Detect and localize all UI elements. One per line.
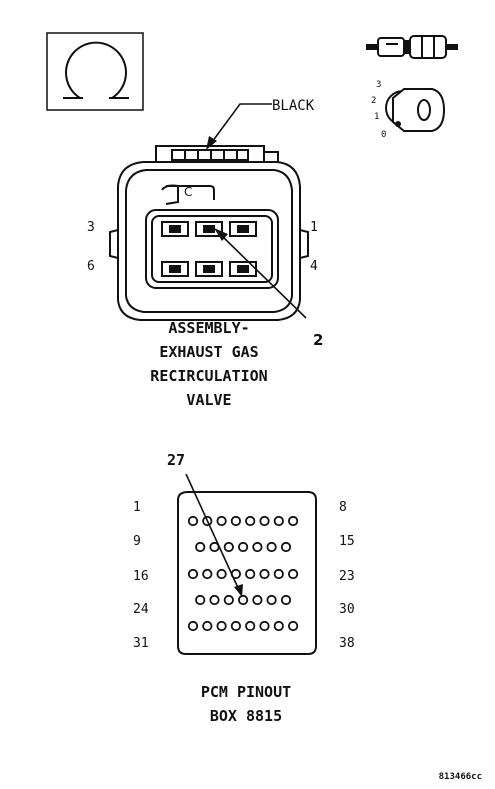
egr-title-line: RECIRCULATION <box>150 367 267 385</box>
pcm-pin <box>187 568 199 580</box>
pcm-pin <box>223 594 234 606</box>
pcm-pin <box>187 515 199 527</box>
pcm-pin <box>259 568 270 580</box>
pcm-row-end-label: 8 <box>339 500 347 515</box>
pcm-row-end-label: 15 <box>339 534 355 549</box>
egr-connector-drawing: C <box>109 103 309 321</box>
pcm-callout-pin: 27 <box>167 451 185 469</box>
circuit-symbol-icon <box>46 32 144 111</box>
pcm-row-end-label: 30 <box>339 602 355 617</box>
pcm-right-labels: 8 15 23 30 38 <box>339 500 355 651</box>
pcm-pin <box>252 594 263 606</box>
egr-callout-number: 2 <box>313 331 323 349</box>
pcm-pin <box>230 620 241 632</box>
pcm-title-line: BOX 8815 <box>210 707 282 725</box>
pcm-pin <box>216 568 227 580</box>
connector-icon <box>366 35 458 59</box>
svg-text:C: C <box>184 185 192 199</box>
key-position-0: 0 <box>381 130 386 140</box>
pcm-left-labels: 1 9 16 24 31 <box>133 500 149 651</box>
pcm-callout-arrow <box>185 473 243 597</box>
egr-pin-label-3: 3 <box>87 220 95 235</box>
pcm-pin <box>202 620 213 632</box>
key-position-1: 1 <box>374 112 379 122</box>
pcm-pin <box>259 620 270 632</box>
ignition-key-icon: 3 2 1 0 <box>371 80 446 140</box>
egr-title-line: VALVE <box>186 391 231 409</box>
pcm-row-start-label: 24 <box>133 602 149 617</box>
pcm-pin <box>287 515 299 527</box>
pcm-pin-grid <box>187 515 299 632</box>
pcm-pin <box>280 541 292 553</box>
pcm-pin <box>195 541 206 553</box>
figure-code: 813466cc <box>439 772 482 782</box>
pcm-pin <box>209 594 220 606</box>
pcm-pin <box>216 620 227 632</box>
pcm-pin <box>187 620 199 632</box>
egr-pin-label-6: 6 <box>87 259 95 274</box>
egr-pin-label-4: 4 <box>310 259 318 274</box>
key-position-3: 3 <box>376 80 381 90</box>
pcm-pin <box>259 515 270 527</box>
pcm-connector-title: PCM PINOUT BOX 8815 <box>201 683 291 725</box>
pcm-pin <box>238 541 249 553</box>
key-position-2: 2 <box>371 96 376 106</box>
pcm-row-start-label: 9 <box>133 534 141 549</box>
pcm-pin <box>287 620 299 632</box>
pcm-pin <box>273 568 284 580</box>
pcm-pin <box>245 568 256 580</box>
egr-title-line: ASSEMBLY- <box>168 319 249 337</box>
pcm-row-end-label: 38 <box>339 636 355 651</box>
pcm-pin <box>287 568 299 580</box>
egr-pin-label-1: 1 <box>310 220 318 235</box>
pcm-pin <box>280 594 292 606</box>
pcm-row-start-label: 16 <box>133 569 149 584</box>
wire-color-label: BLACK <box>272 98 315 114</box>
pcm-title-line: PCM PINOUT <box>201 683 291 701</box>
pcm-pin <box>245 620 256 632</box>
pcm-row-start-label: 1 <box>133 500 141 515</box>
egr-connector-title: ASSEMBLY- EXHAUST GAS RECIRCULATION VALV… <box>150 319 267 409</box>
egr-title-line: EXHAUST GAS <box>159 343 258 361</box>
pcm-pin <box>252 541 263 553</box>
pcm-pin <box>216 515 227 527</box>
pcm-pin <box>245 515 256 527</box>
pcm-pin <box>238 594 249 606</box>
pcm-pin <box>266 594 277 606</box>
pcm-pin <box>266 541 277 553</box>
pcm-pin <box>273 515 284 527</box>
pcm-pin <box>230 515 241 527</box>
pcm-row-end-label: 23 <box>339 569 355 584</box>
pcm-pin <box>202 568 213 580</box>
pcm-row-start-label: 31 <box>133 636 149 651</box>
pcm-pin <box>223 541 234 553</box>
pcm-pin <box>195 594 206 606</box>
pcm-connector-body <box>177 491 317 655</box>
pcm-pin <box>273 620 284 632</box>
